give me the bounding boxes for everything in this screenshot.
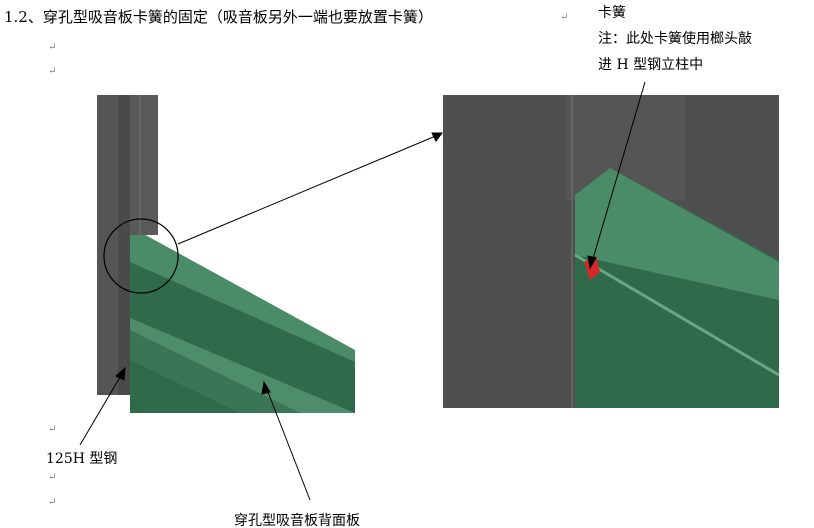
paragraph-mark: ↵ <box>48 42 57 53</box>
note-line-1: 卡簧 <box>598 5 626 21</box>
label-h-steel: 125H 型钢 <box>46 451 118 467</box>
label-panel: 穿孔型吸音板背面板 <box>234 513 360 528</box>
note-line-3: 进 H 型钢立柱中 <box>598 57 704 73</box>
left-figure <box>97 95 355 413</box>
note-line-2: 注：此处卡簧使用榔头敲 <box>598 31 752 47</box>
paragraph-mark: ↵ <box>48 497 57 508</box>
paragraph-mark: ↵ <box>48 424 57 435</box>
spring-clip <box>584 256 600 280</box>
section-heading: 1.2、穿孔型吸音板卡簧的固定（吸音板另外一端也要放置卡簧） <box>4 8 433 26</box>
paragraph-mark: ↵ <box>560 12 569 23</box>
paragraph-mark: ↵ <box>48 472 57 483</box>
callout-arrows <box>79 81 646 501</box>
paragraph-mark: ↵ <box>48 66 57 77</box>
right-figure <box>443 95 780 408</box>
